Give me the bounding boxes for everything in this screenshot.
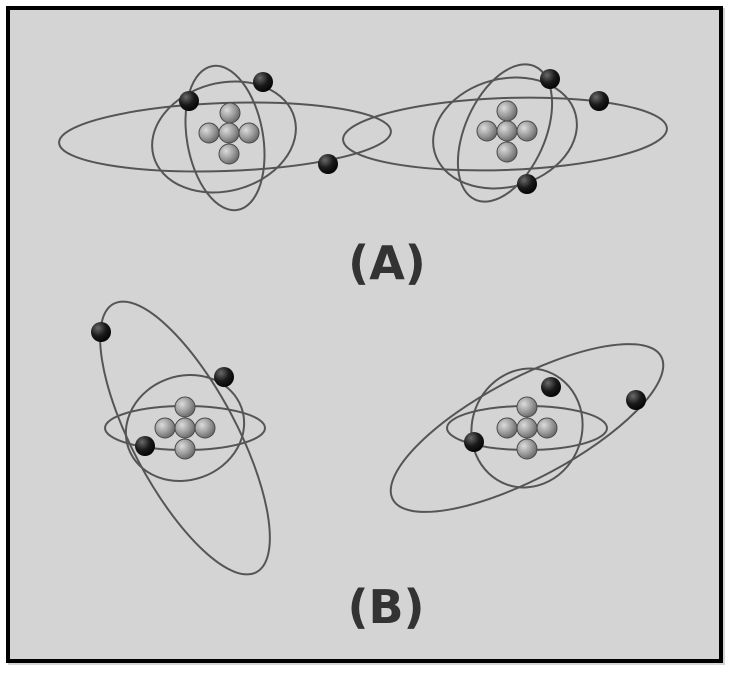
orbit bbox=[151, 80, 297, 194]
proton bbox=[496, 141, 518, 163]
electron bbox=[91, 322, 111, 342]
label-b: (B) bbox=[347, 580, 424, 634]
orbit bbox=[184, 64, 266, 212]
orbit bbox=[124, 374, 246, 482]
atom-b-left bbox=[91, 300, 271, 576]
electron bbox=[626, 390, 646, 410]
molecule-b bbox=[91, 300, 665, 576]
proton bbox=[496, 120, 518, 142]
proton bbox=[218, 143, 240, 165]
electron bbox=[517, 174, 537, 194]
nucleus bbox=[496, 396, 558, 460]
orbit bbox=[456, 63, 554, 203]
proton bbox=[174, 417, 196, 439]
proton bbox=[174, 396, 196, 418]
atom-b-right bbox=[389, 343, 665, 513]
proton bbox=[218, 122, 240, 144]
electron bbox=[589, 91, 609, 111]
electron bbox=[540, 69, 560, 89]
proton bbox=[174, 438, 196, 460]
nucleus bbox=[198, 102, 260, 165]
label-a: (A) bbox=[348, 236, 426, 290]
proton bbox=[516, 396, 538, 418]
orbit bbox=[99, 300, 271, 576]
orbit bbox=[389, 343, 665, 513]
orbit bbox=[470, 367, 584, 489]
nucleus bbox=[154, 396, 216, 460]
orbit bbox=[342, 96, 668, 172]
nucleus bbox=[476, 100, 538, 163]
atom-a-left bbox=[58, 64, 392, 212]
electron bbox=[214, 367, 234, 387]
orbit bbox=[58, 101, 392, 173]
electron bbox=[179, 91, 199, 111]
electron bbox=[541, 377, 561, 397]
shared-electron bbox=[318, 154, 338, 174]
diagram-frame bbox=[6, 6, 723, 663]
molecule-a bbox=[58, 63, 668, 212]
electron bbox=[135, 436, 155, 456]
proton bbox=[516, 438, 538, 460]
electron bbox=[464, 432, 484, 452]
diagram-background bbox=[8, 8, 725, 665]
atom-a-right bbox=[342, 63, 668, 203]
proton bbox=[516, 417, 538, 439]
electron bbox=[253, 72, 273, 92]
